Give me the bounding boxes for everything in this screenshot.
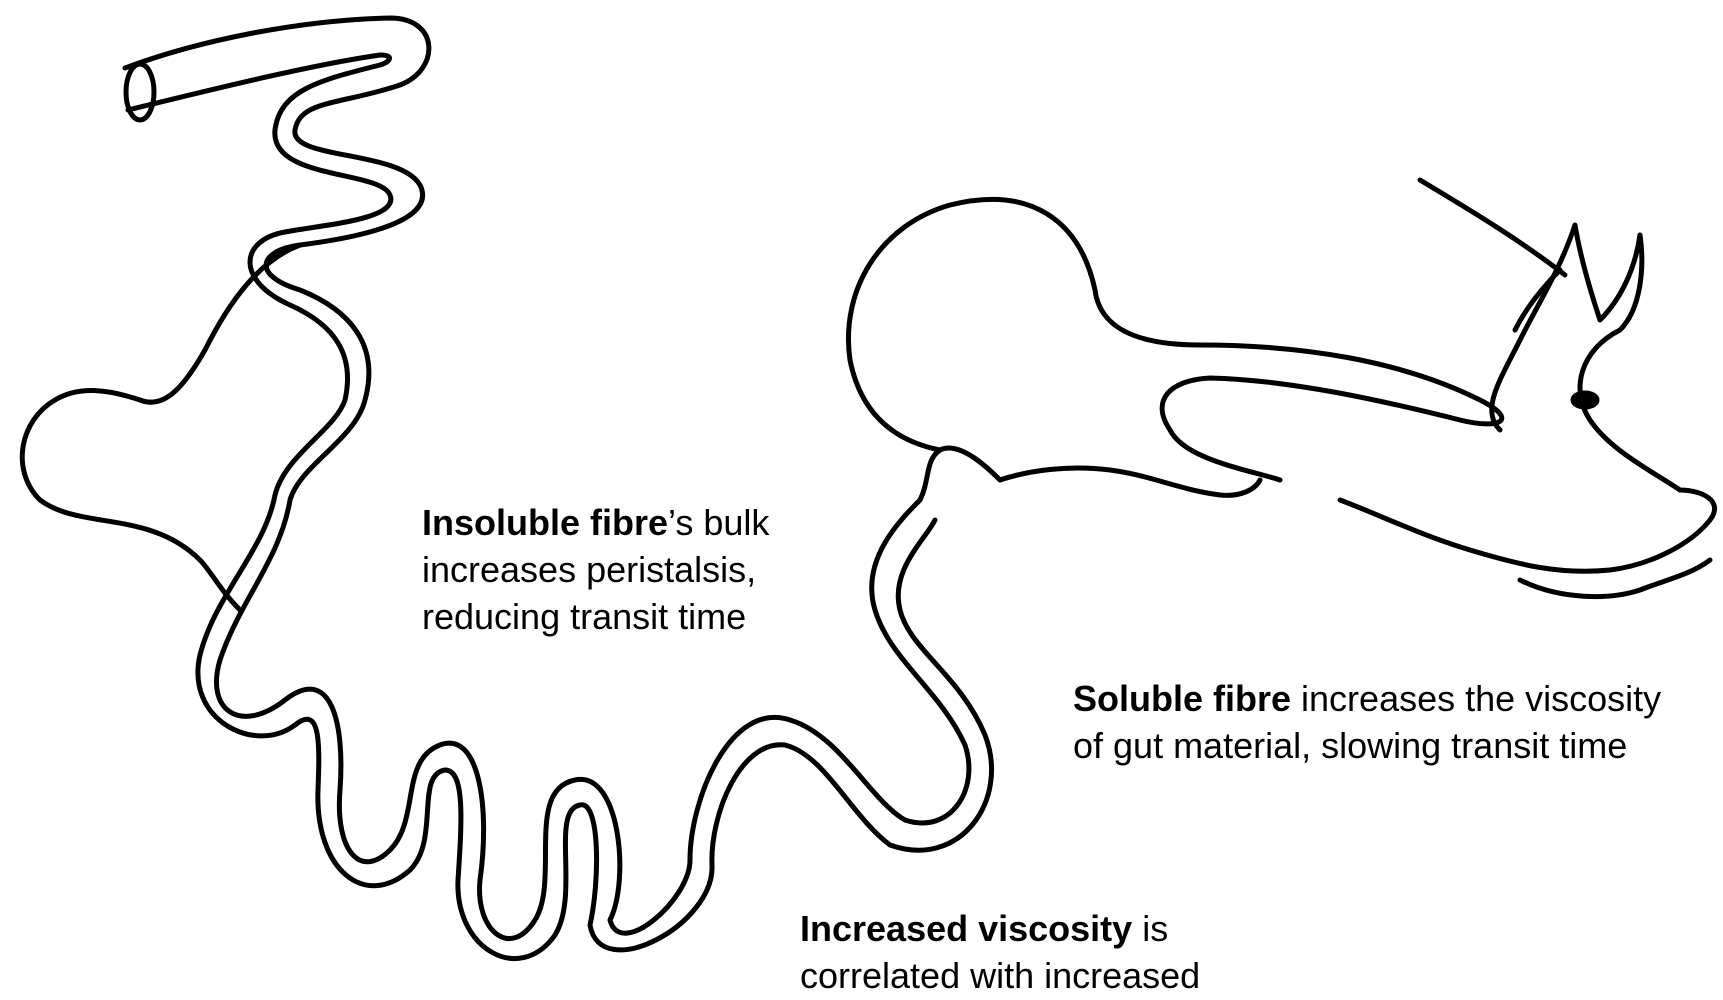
stomach-outline	[848, 199, 1501, 480]
intestine-outer-wall	[125, 18, 1000, 939]
increased-viscosity-caption: Increased viscosity is correlated with i…	[800, 906, 1400, 1000]
soluble-fibre-term: Soluble fibre	[1073, 678, 1291, 719]
viscosity-line-2: correlated with increased	[800, 953, 1400, 1000]
viscosity-text: is	[1132, 908, 1168, 949]
viscosity-line-1: Increased viscosity is	[800, 906, 1400, 953]
cecum-outline	[22, 245, 300, 610]
increased-viscosity-term: Increased viscosity	[800, 908, 1132, 949]
cow-eye	[1573, 393, 1597, 407]
stomach-lower	[1000, 468, 1260, 495]
insoluble-fibre-caption: Insoluble fibre’s bulk increases perista…	[422, 500, 852, 640]
esophagus-opening	[126, 64, 154, 120]
soluble-fibre-caption: Soluble fibre increases the viscosity of…	[1073, 676, 1693, 770]
cow-horn	[1420, 180, 1565, 275]
cow-horn-back	[1515, 270, 1560, 330]
cow-head	[1340, 225, 1715, 571]
cow-jaw	[1520, 560, 1710, 597]
insoluble-fibre-term: Insoluble fibre	[422, 502, 668, 543]
